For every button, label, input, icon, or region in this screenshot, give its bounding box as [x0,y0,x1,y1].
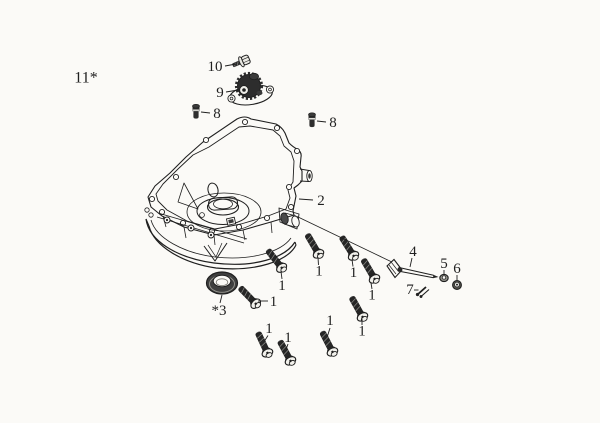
flange-bolt-drawing [357,255,383,287]
side-boss [299,168,313,183]
callout-1: 1 [358,324,366,340]
hub-side-port [199,212,237,226]
callout-7: 7 [406,282,414,298]
bearing-platform [196,197,250,225]
oil-seal-drawing [205,271,239,295]
callout-labels: 11* 10 9 8 8 2 *3 4 5 6 7 1 1 1 1 1 1 1 … [74,59,461,346]
flange-bolt-drawing [235,282,264,312]
stiffener-strip [156,212,248,244]
callout-1: 1 [350,265,358,281]
callout-2: 2 [317,193,325,209]
oval-hole [207,182,219,198]
callout-1: 1 [284,330,292,346]
cover-inner-outline [155,125,295,230]
callout-4: 4 [409,244,417,260]
callout-11: 11* [74,70,97,87]
washer-5-drawing [439,273,449,283]
screw-8-left-drawing [192,103,200,120]
governor-assembly-drawing [227,71,275,106]
flange-bolt-drawing [301,230,327,262]
callout-3: *3 [212,303,227,319]
leader-lines [200,63,458,350]
right-bracket [278,207,300,230]
flange-bolts-group [235,230,383,369]
screw-8-right-drawing [308,112,316,128]
bottom-gusset [203,242,228,262]
flange-bolt-drawing [345,293,371,325]
cover-cavity-ellipse [186,192,262,232]
assembly-axis-line [296,216,395,264]
callout-1: 1 [278,278,286,294]
callout-5: 5 [440,256,448,272]
bearing-hub [206,198,240,216]
flange-bolt-drawing [335,232,362,264]
cover-bolt-holes [148,118,301,235]
callout-1: 1 [326,313,334,329]
hub-top-face [208,196,239,211]
callout-1: 1 [270,294,278,310]
rod-drawing [386,258,439,279]
nut-6-drawing [452,280,462,290]
cover-rim [144,207,297,270]
skirt-connectors [162,215,273,246]
crankcase-cover-drawing [144,116,313,270]
callout-1: 1 [315,264,323,280]
callout-1: 1 [368,288,376,304]
left-rib [177,182,199,210]
callout-8-right: 8 [329,115,337,131]
callout-1: 1 [265,321,273,337]
callout-6: 6 [453,261,461,277]
callout-10: 10 [208,59,223,75]
hex-bolt-10-drawing [232,54,251,68]
callout-9: 9 [216,85,224,101]
clip-7-drawing [415,286,430,299]
callout-8-left: 8 [213,106,221,122]
